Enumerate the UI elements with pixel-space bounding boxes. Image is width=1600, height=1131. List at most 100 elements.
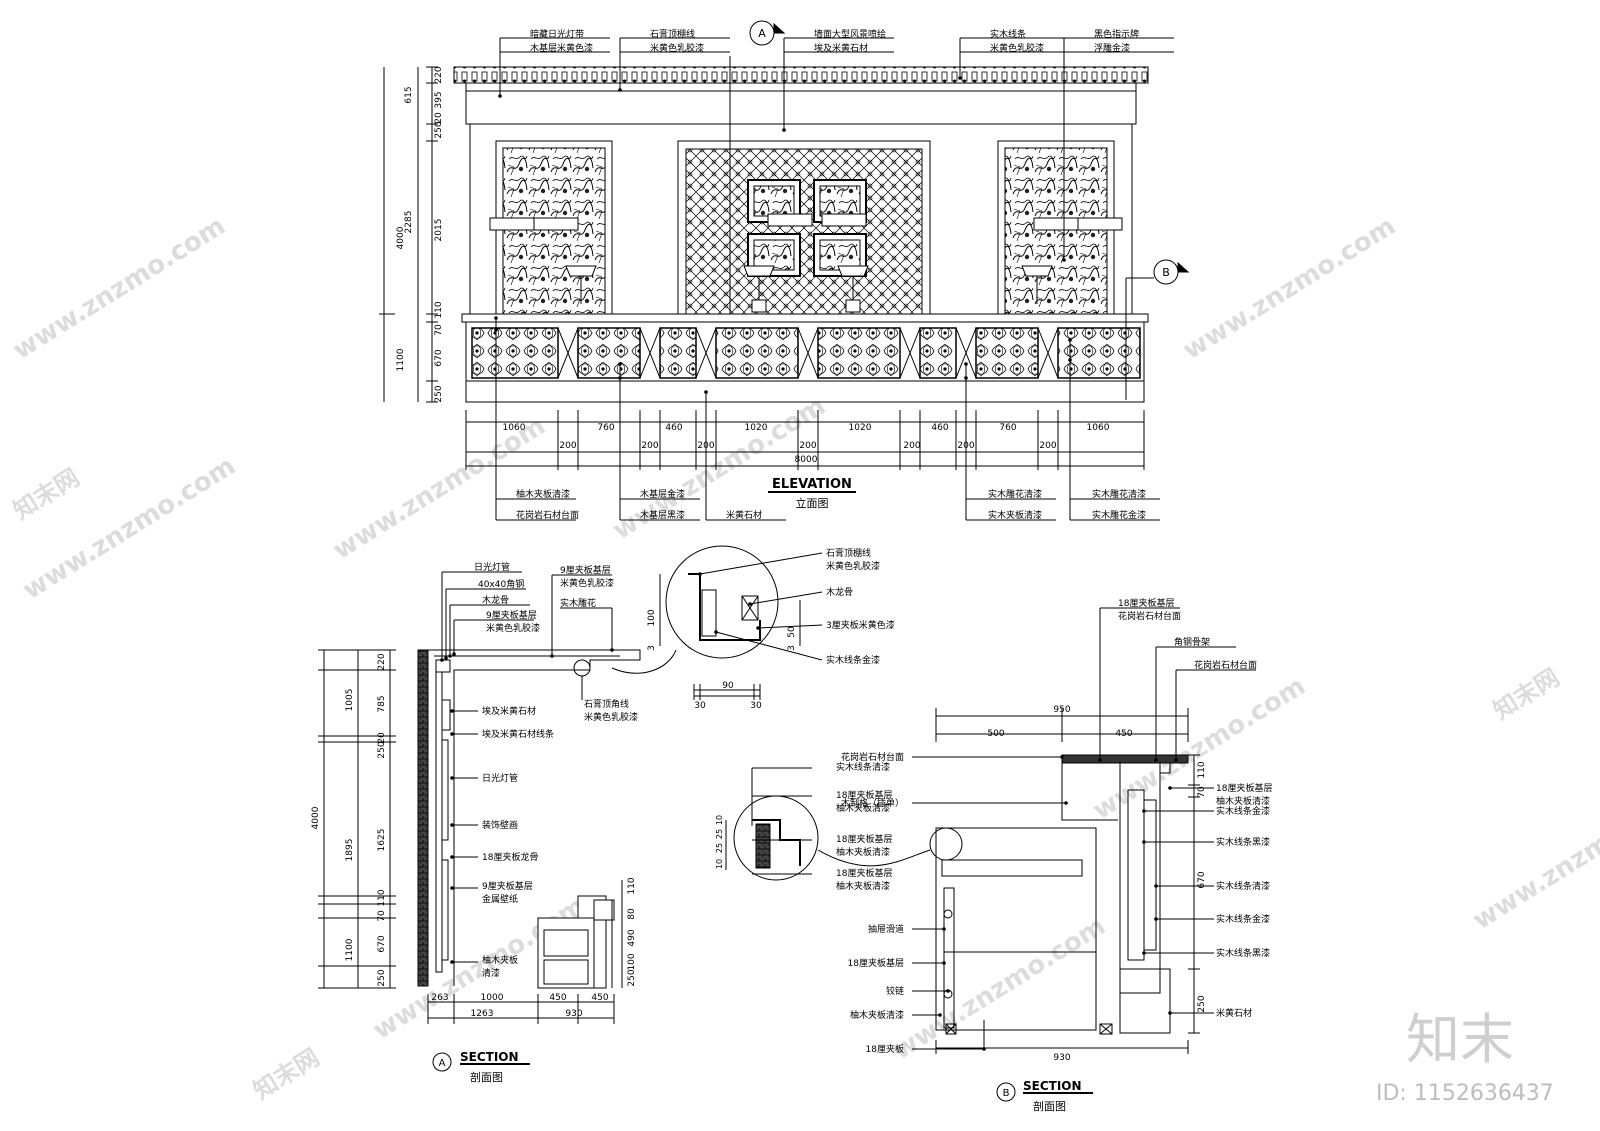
dim-label: 220 (434, 66, 444, 83)
callout-b-right: 实木线条黑漆 (1216, 836, 1270, 848)
dim-label: 200 (641, 441, 658, 451)
watermark-brand: 知末网 (1488, 663, 1564, 725)
dim-label: 1100 (345, 938, 355, 961)
upper-shelf (1061, 763, 1118, 821)
dim-label: 25 (715, 829, 724, 839)
detail-b-ref (929, 827, 963, 861)
callout-top-line2: 埃及米黄石材 (814, 42, 868, 54)
carved-panel (577, 327, 641, 379)
picture-tl (753, 185, 795, 217)
callout-bottom-right: 实木雕花金漆 (1092, 509, 1146, 521)
dim-label: 1263 (471, 1009, 494, 1019)
dim-label: 2015 (434, 219, 444, 242)
dim-label: 460 (665, 423, 682, 433)
dim-label: 1005 (345, 689, 355, 712)
callout-top-line1: 暗藏日光灯带 (530, 28, 584, 40)
watermark-brand: 知末网 (8, 463, 84, 525)
left-panel-art (502, 147, 606, 315)
right-panel-art (1004, 147, 1108, 315)
callout-b-right-2: 柚木夹板清漆 (1216, 795, 1270, 807)
dim-label: 110 (377, 889, 387, 906)
callout-top-line2: 米黄色乳胶漆 (650, 42, 704, 54)
section-marker-b (1125, 259, 1190, 400)
leader-dot (964, 362, 968, 366)
watermark-text: www.znzmo.com (888, 911, 1111, 1066)
leader-dot (704, 390, 708, 394)
callout-b-top: 18厘夹板基层 (1118, 597, 1174, 609)
section-b-marker-text: B (1003, 1088, 1010, 1099)
dim-label: 220 (377, 653, 387, 670)
dim-label: 250 (434, 121, 444, 138)
callout-bottom-right: 实木雕花清漆 (988, 488, 1042, 500)
callout-a-mid: 装饰壁画 (482, 819, 518, 831)
callout-a: 9厘夹板基层 (486, 609, 537, 621)
dim-label: 20 (434, 112, 444, 124)
section-a-subtitle: 剖面图 (470, 1070, 503, 1084)
marker-a-text: A (758, 27, 766, 40)
tube-light (573, 659, 591, 677)
callout-b-detail-2: 柚木夹板清漆 (836, 802, 890, 814)
callout-a: 日光灯管 (474, 561, 510, 573)
leader-dot (958, 76, 962, 80)
lamp-right (837, 265, 869, 313)
mural-panel (441, 739, 449, 841)
sign-plate (533, 217, 579, 231)
stone-plinth (1119, 968, 1171, 1034)
dim-label: 4000 (396, 226, 406, 249)
dim-label: 110 (1197, 761, 1207, 778)
callout-b-left: 铰链 (886, 985, 904, 997)
leader-dot (618, 88, 622, 92)
callout-bottom-left: 柚木夹板清漆 (516, 488, 570, 500)
carved-panel (817, 327, 901, 379)
dim-label: 10 (715, 815, 724, 825)
brand-logo: 知末 (1406, 1008, 1514, 1071)
dim-label: 1060 (1087, 423, 1110, 433)
dim-label: 70 (1197, 786, 1207, 798)
dim-label: 250 (377, 741, 387, 758)
dim-label: 785 (377, 695, 387, 712)
callout-b-left: 18厘夹板 (866, 1043, 904, 1055)
elevation-bottom-callouts: 柚木夹板清漆花岗岩石材台面木基层金漆木基层黑漆米黄石材实木雕花清漆实木夹板清漆实… (494, 316, 1160, 521)
dim-label: 1100 (396, 348, 406, 371)
counter-section (537, 895, 615, 989)
dim-label: 250 (434, 385, 444, 402)
dim-label: 3 (787, 645, 797, 651)
dim-label: 30 (694, 701, 706, 711)
hinge-icon (943, 909, 953, 919)
ceiling-profile (428, 649, 641, 986)
carved-panel (471, 327, 559, 379)
leader-dot (610, 648, 614, 652)
center-lattice (685, 148, 923, 315)
leader-line (749, 591, 823, 605)
elevation-left-dimensions: 4000110061522852203952025020151107067025… (379, 66, 444, 403)
frieze (465, 90, 1137, 125)
watermarks: www.znzmo.com www.znzmo.com www.znzmo.co… (8, 211, 1600, 1105)
callout-a: 石膏顶角线 (584, 698, 629, 710)
dim-label: 670 (434, 349, 444, 366)
dim-label: 25 (715, 843, 724, 853)
leader-dot (448, 654, 452, 658)
detail-a-label-2: 米黄色乳胶漆 (826, 560, 880, 572)
section-a-marker-text: A (439, 1058, 446, 1069)
leader-line (757, 624, 823, 629)
leader-dot (452, 652, 456, 656)
callout-b-left: 18厘夹板基层 (848, 957, 904, 969)
dim-label: 930 (565, 1009, 582, 1019)
dim-label: 1895 (345, 839, 355, 862)
leader-dot (444, 656, 448, 660)
watermark-text: www.znzmo.com (8, 211, 231, 366)
dim-label: 395 (434, 91, 444, 108)
detail-leader (611, 649, 677, 674)
leader-dot (450, 855, 454, 859)
callout-bottom-right: 实木夹板清漆 (988, 509, 1042, 521)
sign-plate (489, 217, 535, 231)
callout-b-detail-2: 柚木夹板清漆 (836, 846, 890, 858)
section-b-marker (996, 1082, 1016, 1102)
front-trim-inner (1143, 799, 1157, 951)
leader-dot (1142, 951, 1146, 955)
leader-dot (1154, 758, 1158, 762)
leader-dot (450, 709, 454, 713)
leader-dot (1154, 884, 1158, 888)
